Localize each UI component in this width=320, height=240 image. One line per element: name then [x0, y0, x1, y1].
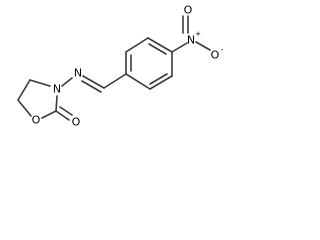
atom-imine-n: N: [74, 67, 82, 80]
bond-ring-to-nitro-n: [171, 42, 188, 53]
atom-ring-o: O: [32, 114, 41, 127]
bond-ring-inner-double-2: [148, 43, 167, 55]
atom-carbonyl-o: O: [72, 116, 81, 129]
atom-nitro-o-right: O: [211, 49, 220, 62]
bond-nitro-n-o-right: [195, 41, 211, 51]
bond-carbonyl-c-to-ring-n: [55, 95, 58, 112]
bond-ring-inner-double-3: [149, 73, 168, 85]
molecule-structure-diagram: N + O O - N N O O: [17, 4, 224, 129]
benzene-ring: [125, 37, 173, 90]
imine-linker: N: [61, 67, 127, 93]
bond-ring-n-to-ch2-top: [29, 79, 51, 87]
bond-ch2-top-to-ch2-bottom: [17, 79, 31, 101]
bond-ch-n-double-b: [81, 80, 102, 93]
bond-ring-c2-c3: [125, 37, 149, 53]
bond-ring-c3-c4: [147, 37, 173, 53]
nitro-group: N + O O -: [171, 4, 224, 62]
bond-imine-n-to-ring-n: [61, 77, 73, 87]
bond-ch-n-double-a: [82, 75, 105, 89]
bond-ring-c6-c1: [125, 73, 151, 90]
bond-ring-c5-c6: [149, 75, 173, 90]
atom-nitro-n: N: [187, 34, 195, 47]
charge-nitro-n: +: [195, 30, 201, 38]
atom-ring-n: N: [53, 83, 61, 96]
bond-ring-o-to-carbonyl-c: [41, 110, 57, 119]
atom-nitro-o-up: O: [184, 4, 193, 17]
bond-ch2-bottom-to-ring-o: [17, 99, 32, 117]
oxazolidinone-ring: N O O: [17, 79, 81, 129]
bond-carbonyl-double-b: [59, 106, 73, 116]
charge-nitro-o-right: -: [221, 46, 224, 54]
bond-ring-to-ch: [103, 73, 127, 89]
bond-carbonyl-double-a: [55, 110, 70, 121]
